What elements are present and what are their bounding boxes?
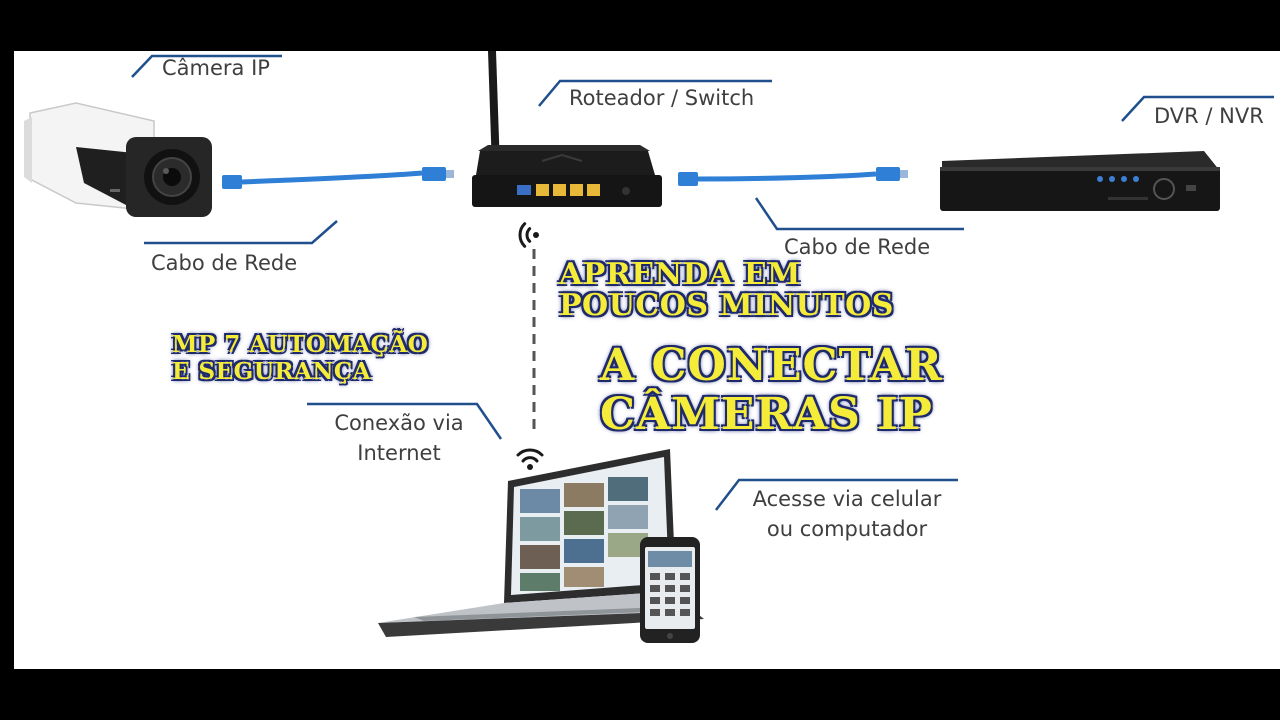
label-conexao-line1: Conexão via (334, 411, 464, 435)
overlay-aprenda: APRENDA EM POUCOS MINUTOS (559, 259, 894, 321)
diagram-frame: Câmera IP Roteador / Switch DVR / NVR Ca… (14, 51, 1280, 669)
leader-cabo-right (754, 197, 964, 231)
leader-roteador (538, 79, 772, 107)
leader-conexao (307, 402, 503, 440)
overlay-conectar: A CONECTAR CÂMERAS IP (600, 341, 943, 439)
overlay-mp7: MP 7 AUTOMAÇÃO E SEGURANÇA (172, 331, 428, 385)
overlay-mp-line1: MP 7 AUTOMAÇÃO (172, 331, 429, 358)
wifi-icon (518, 222, 539, 248)
label-camera-ip: Câmera IP (162, 56, 270, 80)
overlay-conectar-line2: CÂMERAS IP (600, 389, 933, 440)
label-conexao-line2: Internet (357, 441, 441, 465)
leader-acesse (715, 478, 958, 511)
label-acesse-line1: Acesse via celular (752, 487, 942, 511)
label-cabo-de-rede-left: Cabo de Rede (151, 251, 298, 275)
label-acesse-via-celular: Acesse via celular ou computador (742, 484, 952, 544)
overlay-aprenda-line1: APRENDA EM (559, 257, 801, 292)
wifi-icon (516, 448, 544, 470)
label-acesse-line2: ou computador (766, 517, 928, 541)
leader-camera-ip (131, 54, 282, 78)
overlay-conectar-line1: A CONECTAR (600, 340, 943, 391)
leader-cabo-left (144, 220, 338, 245)
dvr-nvr-icon (940, 151, 1220, 211)
smartphone-icon (640, 537, 700, 643)
laptop-icon (378, 449, 704, 637)
overlay-mp-line2: E SEGURANÇA (172, 358, 372, 385)
leader-lines (131, 54, 1274, 511)
router-icon (472, 51, 662, 207)
label-cabo-de-rede-right: Cabo de Rede (784, 235, 931, 259)
label-roteador-switch: Roteador / Switch (569, 86, 755, 110)
label-dvr-nvr: DVR / NVR (1154, 104, 1264, 128)
cable-left (222, 167, 454, 189)
leader-dvr (1121, 95, 1274, 122)
overlay-aprenda-line2: POUCOS MINUTOS (559, 288, 894, 323)
label-conexao-via-internet: Conexão via Internet (314, 408, 484, 468)
network-diagram (24, 51, 1274, 643)
cable-right (678, 167, 908, 186)
ip-camera-icon (24, 102, 212, 217)
